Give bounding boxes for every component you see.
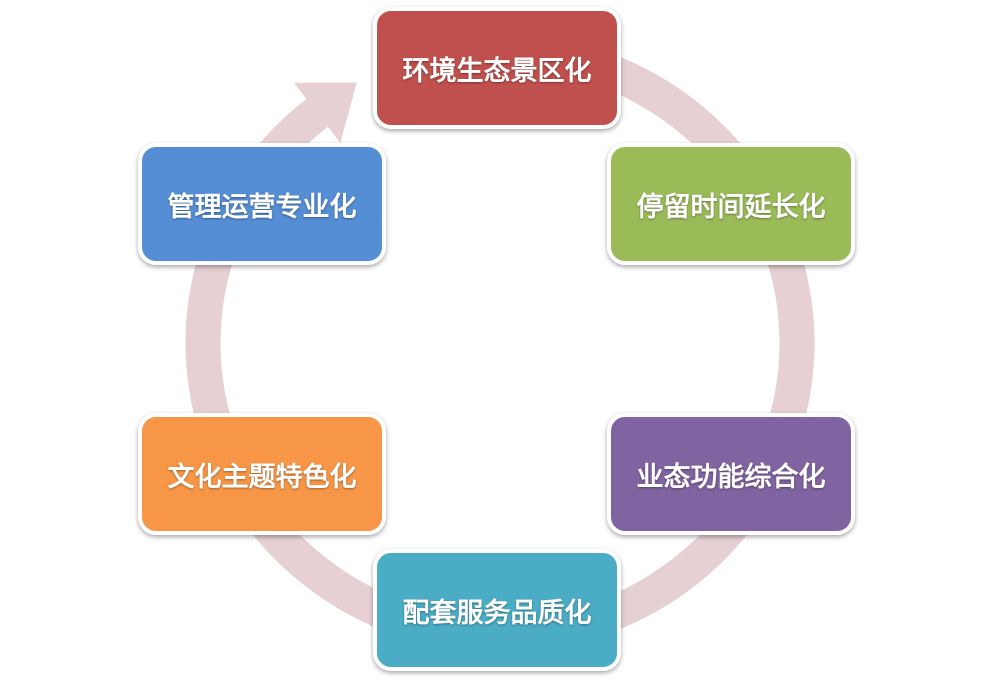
step-label: 配套服务品质化 xyxy=(402,597,592,629)
step-label: 停留时间延长化 xyxy=(636,191,826,223)
step-business-function: 业态功能综合化 xyxy=(607,413,855,535)
step-environment-ecology: 环境生态景区化 xyxy=(373,7,621,129)
step-stay-time: 停留时间延长化 xyxy=(607,143,855,265)
step-label: 管理运营专业化 xyxy=(167,191,357,223)
step-service-quality: 配套服务品质化 xyxy=(373,549,621,671)
step-culture-theme: 文化主题特色化 xyxy=(138,413,386,535)
step-management: 管理运营专业化 xyxy=(138,143,386,265)
step-label: 业态功能综合化 xyxy=(636,461,826,493)
arrowhead-icon xyxy=(294,82,357,144)
step-label: 文化主题特色化 xyxy=(167,461,357,493)
step-label: 环境生态景区化 xyxy=(402,55,592,87)
